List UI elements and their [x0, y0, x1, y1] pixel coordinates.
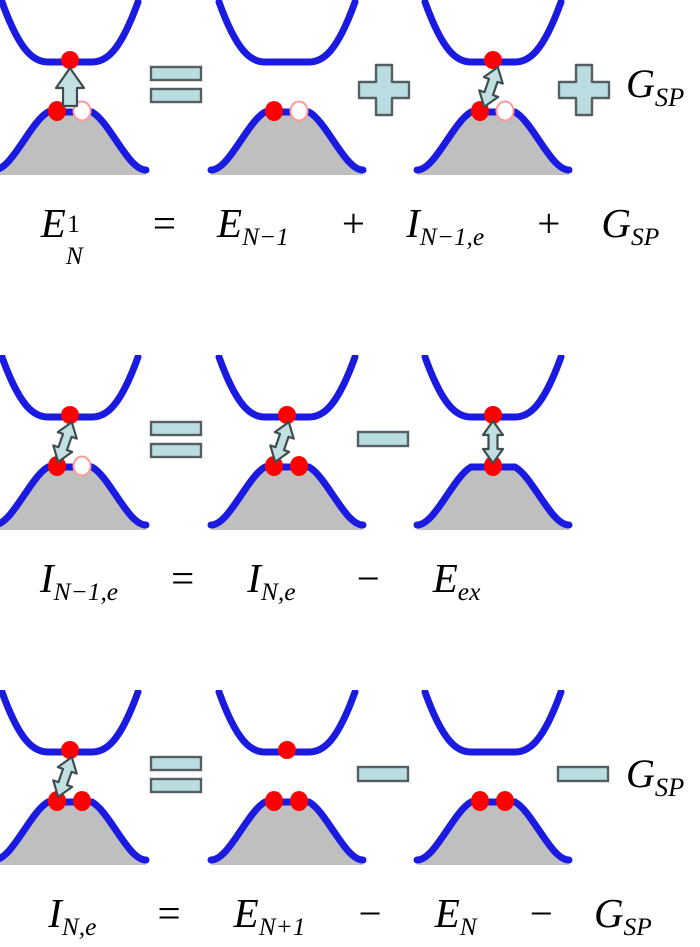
- electron-dot-icon: [278, 406, 296, 424]
- electron-dot-icon: [48, 101, 66, 121]
- conduction-band-curve: [421, 688, 565, 756]
- eq3-op-1: =: [157, 890, 181, 936]
- eq3-term-1: IN,e: [48, 890, 97, 942]
- plus-operator-icon: [356, 62, 412, 123]
- eq3-op-3: −: [529, 890, 553, 936]
- valence-band-outline: [413, 798, 573, 864]
- eq3-op-2: −: [358, 890, 382, 936]
- panel-2: IN−1,e = IN,e − Eex: [0, 353, 700, 645]
- eq1-term-3: IN−1,e: [406, 200, 485, 252]
- eq3-term-3: EN: [434, 890, 477, 942]
- equation-panel-3: IN,e = EN+1 − EN − GSP: [0, 890, 700, 942]
- electron-dot-icon: [471, 791, 489, 811]
- band-diagram-p1-d3: [413, 0, 573, 180]
- valence-band-outline: [0, 798, 150, 864]
- eq2-op-2: −: [356, 555, 380, 601]
- valence-band-curve: [417, 467, 569, 530]
- electron-dot-icon: [484, 456, 502, 476]
- equals-operator-icon: [149, 419, 205, 466]
- panel-3-trailing-base: G: [626, 751, 655, 796]
- electron-dot-icon: [265, 456, 283, 476]
- electron-dot-icon: [484, 406, 502, 424]
- valence-band-outline: [0, 108, 150, 174]
- valence-band-curve: [211, 802, 363, 865]
- panel-3-trailing-label: GSP: [626, 751, 685, 802]
- electron-dot-icon: [496, 791, 514, 811]
- eq2-term-3: Eex: [432, 555, 481, 607]
- band-diagram-p3-d1: [0, 688, 150, 870]
- eq1-term-4: GSP: [601, 200, 660, 252]
- electron-dot-icon: [61, 51, 79, 69]
- band-diagram-p2-d3: [413, 353, 573, 535]
- double-headed-arrow-icon: [269, 421, 295, 463]
- hole-dot-icon: [495, 100, 515, 122]
- eq3-term-4: GSP: [593, 890, 652, 942]
- band-diagram-p2-d1: [0, 353, 150, 535]
- electron-dot-icon: [278, 741, 296, 759]
- hole-dot-icon: [289, 100, 309, 122]
- panel-3-trailing-sub: SP: [654, 772, 685, 802]
- minus-operator-icon: [356, 427, 412, 456]
- band-diagram-p3-d2: [207, 688, 367, 870]
- eq2-term-2: IN,e: [247, 555, 296, 607]
- valence-band-outline: [207, 798, 367, 864]
- electron-dot-icon: [61, 406, 79, 424]
- equals-operator-icon: [149, 754, 205, 801]
- conduction-band-curve: [215, 0, 359, 66]
- minus-operator-icon: [556, 762, 612, 791]
- electron-dot-icon: [484, 51, 502, 69]
- valence-band-curve: [417, 802, 569, 865]
- electron-dot-icon: [48, 791, 66, 811]
- double-headed-arrow-icon: [52, 756, 78, 798]
- electron-dot-icon: [61, 741, 79, 759]
- valence-band-outline: [413, 108, 573, 174]
- band-diagram-p2-d2: [207, 353, 367, 535]
- valence-band-curve: [417, 112, 569, 175]
- panel-3: GSP IN,e = EN+1 − EN − GSP: [0, 688, 700, 947]
- valence-band-outline: [207, 108, 367, 174]
- band-diagram-p1-d2: [207, 0, 367, 180]
- electron-dot-icon: [265, 791, 283, 811]
- equation-panel-2: IN−1,e = IN,e − Eex: [0, 555, 700, 607]
- eq2-term-1: IN−1,e: [40, 555, 119, 607]
- valence-band-outline: [0, 463, 150, 529]
- eq1-term-2: EN−1: [217, 200, 289, 252]
- eq3-term-2: EN+1: [233, 890, 306, 942]
- eq1-op-3: +: [537, 200, 561, 246]
- eq2-op-1: =: [171, 555, 195, 601]
- panel-1-trailing-sub: SP: [654, 82, 685, 112]
- valence-band-outline: [207, 463, 367, 529]
- electron-dot-icon: [265, 101, 283, 121]
- double-headed-arrow-icon: [478, 66, 504, 108]
- eq1-op-1: =: [152, 200, 176, 246]
- up-arrow-icon: [54, 66, 86, 108]
- band-diagram-p3-d3: [413, 688, 573, 870]
- minus-operator-icon: [356, 762, 412, 791]
- double-headed-arrow-icon: [52, 421, 78, 463]
- valence-band-curve: [211, 112, 363, 175]
- plus-operator-icon: [556, 62, 612, 123]
- hole-dot-icon: [72, 455, 92, 477]
- electron-dot-icon: [290, 791, 308, 811]
- electron-dot-icon: [48, 456, 66, 476]
- eq1-op-2: +: [341, 200, 366, 246]
- electron-dot-icon: [290, 456, 308, 476]
- valence-band-curve: [211, 467, 363, 530]
- double-headed-arrow-icon: [481, 419, 505, 465]
- panel-1-trailing-label: GSP: [626, 61, 685, 112]
- electron-dot-icon: [73, 791, 91, 811]
- panel-1-trailing-base: G: [626, 61, 655, 106]
- equals-operator-icon: [149, 64, 205, 111]
- band-diagram-p1-d1: [0, 0, 150, 180]
